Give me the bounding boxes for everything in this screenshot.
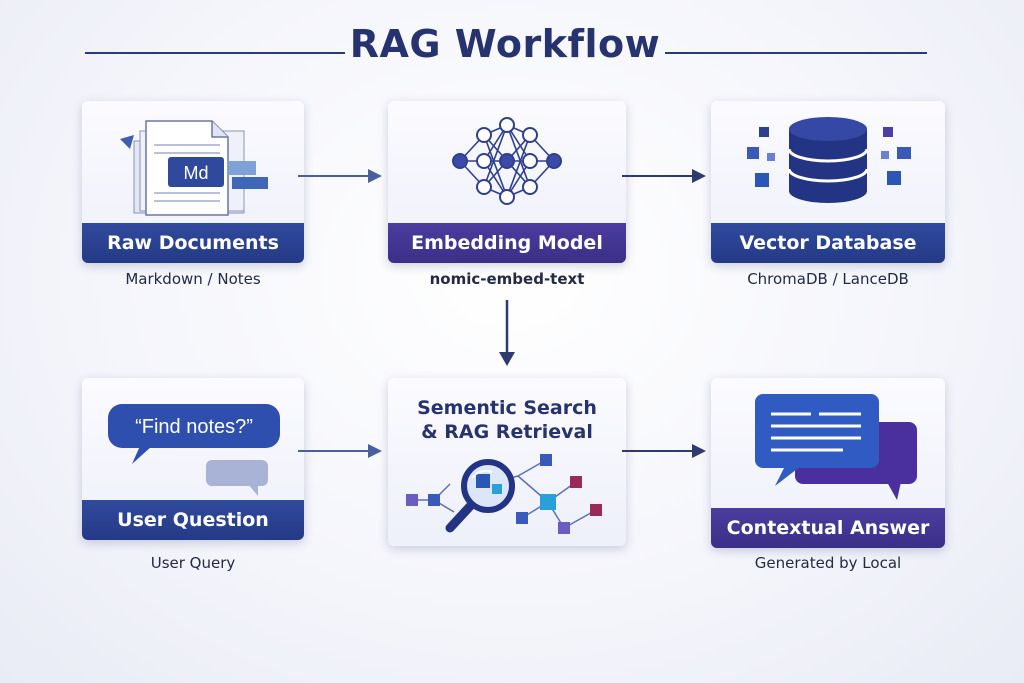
- title-rule-right: [665, 52, 927, 54]
- chat-bubbles-icon: [755, 394, 917, 500]
- arrow-search-to-answer: [622, 444, 706, 458]
- raw-documents-caption: Markdown / Notes: [125, 270, 261, 288]
- node-user-question: “Find notes?” User Question: [82, 378, 304, 540]
- raw-documents-label: Raw Documents: [82, 223, 304, 263]
- database-icon: [747, 117, 911, 203]
- magnifier-graph-icon: [406, 454, 602, 534]
- contextual-answer-caption: Generated by Local: [754, 554, 902, 572]
- arrow-embedding-to-search: [499, 300, 515, 366]
- arrow-documents-to-embedding: [298, 169, 382, 183]
- semantic-search-title: Sementic Search & RAG Retrieval: [388, 396, 626, 444]
- speech-bubble-icon: “Find notes?”: [108, 404, 280, 496]
- node-semantic-search: Sementic Search & RAG Retrieval: [388, 378, 626, 546]
- title-bar: RAG Workflow: [0, 22, 1024, 82]
- user-question-caption: User Query: [150, 554, 236, 572]
- vector-database-label: Vector Database: [711, 223, 945, 263]
- diagram-title: RAG Workflow: [349, 22, 661, 66]
- neural-network-icon: [452, 117, 562, 205]
- contextual-answer-label: Contextual Answer: [711, 508, 945, 548]
- bubble-text: “Find notes?”: [135, 416, 253, 438]
- node-vector-database: Vector Database: [711, 101, 945, 263]
- markdown-badge-text: Md: [183, 163, 208, 183]
- arrow-embedding-to-database: [622, 169, 706, 183]
- embedding-model-caption: nomic-embed-text: [429, 270, 585, 288]
- semantic-search-title-line1: Sementic Search: [417, 397, 597, 419]
- node-raw-documents: Md Raw Documents: [82, 101, 304, 263]
- embedding-model-label: Embedding Model: [388, 223, 626, 263]
- user-question-label: User Question: [82, 500, 304, 540]
- markdown-document-icon: Md: [120, 120, 268, 216]
- arrow-question-to-search: [298, 444, 382, 458]
- vector-database-caption: ChromaDB / LanceDB: [747, 270, 909, 288]
- node-contextual-answer: Contextual Answer: [711, 378, 945, 548]
- title-rule-left: [85, 52, 345, 54]
- node-embedding-model: Embedding Model: [388, 101, 626, 263]
- semantic-search-title-line2: & RAG Retrieval: [421, 421, 593, 443]
